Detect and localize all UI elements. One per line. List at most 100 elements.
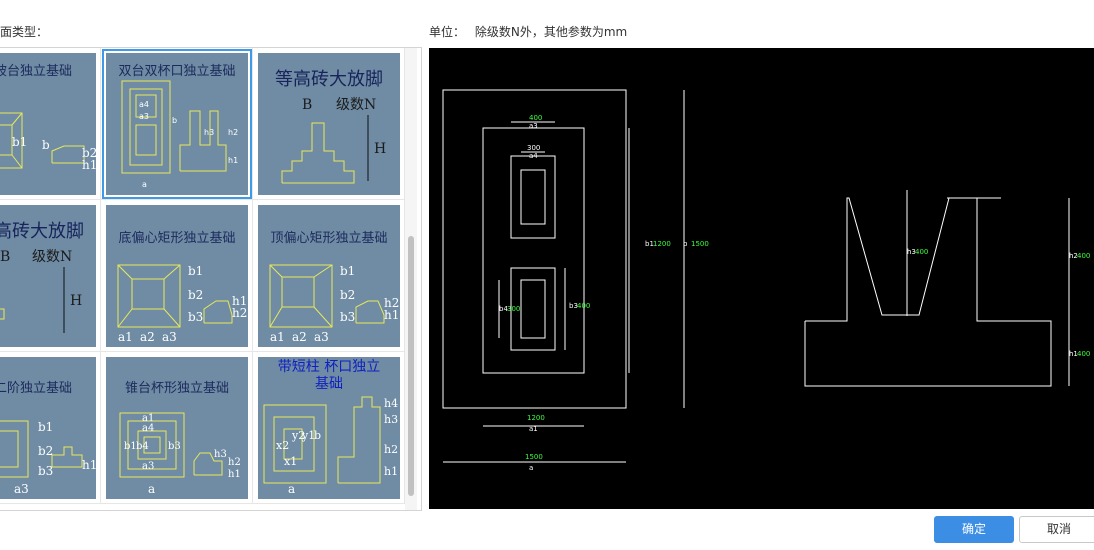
thumbnail-image: 高砖大放脚 B 级数N H [0, 205, 96, 347]
dim-top-width-value: 400 [529, 114, 542, 122]
dim-mark: h1 [232, 294, 247, 308]
dim-mark: B [0, 249, 10, 265]
foundation-drawing: B 级数N H [281, 97, 386, 184]
thumbnail-equal-brick-footing[interactable]: 等高砖大放脚 B 级数N H [253, 48, 405, 200]
dim-mark: b3 [168, 441, 181, 452]
dim-b-label: b [683, 240, 688, 248]
foundation-drawing: b1 b2 b3 h1 h2 a1 a2 a3 [117, 264, 247, 344]
thumbnail-bottom-eccentric-foundation[interactable]: 底偏心矩形独立基础 b1 b2 b3 h1 h2 a1 a2 a3 [101, 200, 253, 352]
dim-mark: b3 [340, 310, 355, 324]
dim-mark: h1 [384, 465, 398, 478]
dim-b4-value: 300 [507, 305, 520, 313]
foundation-drawing: a b a3 a4 h1 h2 h3 [121, 80, 238, 189]
dim-mark: a2 [292, 330, 307, 344]
dim-a1-label: a1 [529, 425, 538, 433]
gallery-scrollbar[interactable] [405, 48, 417, 510]
dim-mark: h3 [204, 128, 214, 137]
thumbnail-image: 顶偏心矩形独立基础 b1 b2 b3 h2 h1 a1 a2 a3 [258, 205, 400, 347]
dim-b1-label: b1 [645, 240, 654, 248]
foundation-drawing: a1 a4 b1 b4 b3 a3 h3 h2 h1 a [119, 412, 241, 496]
thumbnail-image: 等高砖大放脚 B 级数N H [258, 53, 400, 195]
dim-mark: b1 [12, 135, 27, 149]
thumbnail-title: 顶偏心矩形独立基础 [270, 231, 388, 246]
section-outline [804, 197, 1052, 387]
dim-mark: a1 [270, 330, 285, 344]
dim-mark: b2 [340, 288, 355, 302]
foundation-drawing: B 级数N H [0, 249, 82, 333]
dim-h3-value: 400 [915, 248, 928, 256]
dim-mark: h3 [214, 449, 227, 460]
dim-mark: b1 [124, 441, 137, 452]
dim-mark: h2 [228, 457, 241, 468]
dim-mark: h2 [232, 306, 247, 320]
dim-mark: a [148, 482, 155, 496]
foundation-drawing: b1 b2 b3 h2 h1 a1 a2 a3 [269, 264, 399, 344]
unit-prefix: 单位： [429, 25, 466, 39]
dim-h3-label: h3 [907, 248, 916, 256]
dim-mark: H [374, 141, 386, 157]
thumbnail-top-eccentric-foundation[interactable]: 顶偏心矩形独立基础 b1 b2 b3 h2 h1 a1 a2 a3 [253, 200, 405, 352]
thumbnail-cone-cup-foundation[interactable]: 锥台杯形独立基础 a1 a4 b1 b4 b3 a3 h3 h2 h1 [101, 352, 253, 504]
dim-mark: h4 [384, 397, 398, 410]
dim-mark: b2 [38, 444, 53, 458]
dim-mark: a1 [142, 413, 154, 424]
dim-mark: h1 [228, 156, 238, 165]
thumbnail-title: 高砖大放脚 [0, 221, 84, 242]
thumbnail-short-column-cup-foundation[interactable]: 带短柱 杯口独立基础 x2 x1 y2 y1 b h3 h4 h2 h1 [253, 352, 405, 504]
thumbnail-two-step-foundation[interactable]: 二阶独立基础 b1 b2 b3 h1 a3 [0, 352, 101, 504]
dim-mark: b4 [136, 441, 149, 452]
thumbnail-image: 双台双杯口独立基础 a b a3 a4 h1 h2 h3 [106, 53, 248, 195]
gallery-scrollbar-thumb[interactable] [408, 236, 414, 496]
upper-cup-inner [520, 169, 546, 225]
dim-mark: 级数N [336, 97, 376, 113]
upper-cup-outer [510, 155, 556, 239]
dim-mark: a [142, 180, 147, 189]
dim-mark: b2 [188, 288, 203, 302]
dim-mark: a3 [314, 330, 329, 344]
confirm-button[interactable]: 确定 [934, 516, 1014, 543]
dim-cup-width-value: 300 [527, 144, 540, 152]
thumbnail-image: 底偏心矩形独立基础 b1 b2 b3 h1 h2 a1 a2 a3 [106, 205, 248, 347]
dim-mark: h1 [82, 458, 96, 472]
thumbnail-title: 双台双杯口独立基础 [118, 64, 236, 79]
dim-mark: a3 [162, 330, 177, 344]
dim-mark: h2 [384, 296, 399, 310]
dim-mark: a4 [139, 100, 149, 109]
dim-mark: h1 [82, 158, 96, 172]
thumbnail-image: 带短柱 杯口独立基础 x2 x1 y2 y1 b h3 h4 h2 h1 [258, 357, 400, 499]
foundation-drawing: b1 b b2 h1 [0, 112, 96, 172]
thumbnail-brick-footing[interactable]: 高砖大放脚 B 级数N H [0, 200, 101, 352]
preview-drawing: 400 a3 300 a4 b1 1200 b 1500 b4 300 b3 4… [442, 89, 1090, 472]
thumbnail-title: 坡台独立基础 [0, 64, 73, 79]
dim-mark: b [172, 116, 177, 125]
dim-mark: y1 [301, 429, 315, 442]
thumbnail-double-cup-foundation[interactable]: 双台双杯口独立基础 a b a3 a4 h1 h2 h3 [101, 48, 253, 200]
dim-mark: a3 [139, 112, 149, 121]
dim-h1-value: 400 [1077, 350, 1090, 358]
dim-cup-width-label: a4 [529, 152, 538, 160]
dim-b3-value: 400 [577, 302, 590, 310]
thumbnail-slope-foundation[interactable]: 坡台独立基础 b1 b b2 h1 [0, 48, 101, 200]
dim-mark: h1 [384, 308, 399, 322]
dim-a-label: a [529, 464, 533, 472]
cancel-button[interactable]: 取消 [1019, 516, 1094, 543]
dim-mark: x2 [276, 439, 289, 452]
dim-mark: b1 [340, 264, 355, 278]
lower-cup-outer [510, 267, 556, 351]
unit-text: 除级数N外，其他参数为mm [474, 25, 628, 39]
thumbnail-title: 等高砖大放脚 [275, 69, 383, 90]
thumbnail-image: 二阶独立基础 b1 b2 b3 h1 a3 [0, 357, 96, 499]
dim-mark: a2 [140, 330, 155, 344]
dim-mark: h3 [384, 413, 398, 426]
dim-b4-label: b4 [499, 305, 508, 313]
dim-h2-value: 400 [1077, 252, 1090, 260]
dim-mark: b3 [38, 464, 53, 478]
lower-cup-inner [520, 279, 546, 339]
foundation-drawing: x2 x1 y2 y1 b h3 h4 h2 h1 a [263, 396, 398, 496]
thumbnail-title: 二阶独立基础 [0, 381, 73, 396]
dim-h2-label: h2 [1069, 252, 1078, 260]
dim-mark: b [42, 138, 50, 152]
thumbnail-image: 锥台杯形独立基础 a1 a4 b1 b4 b3 a3 h3 h2 h1 [106, 357, 248, 499]
dim-mark: b2 [82, 146, 96, 160]
dim-b-value: 1500 [691, 240, 709, 248]
